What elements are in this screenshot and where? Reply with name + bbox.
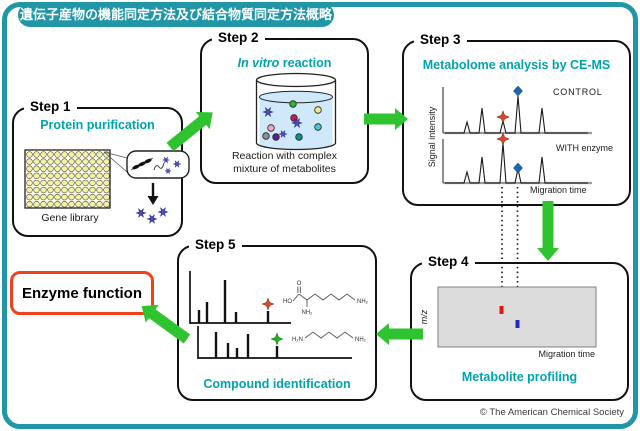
step5-label: Step 5 <box>189 237 242 252</box>
enzyme-function-label: Enzyme function <box>21 284 142 302</box>
step4-label: Step 4 <box>422 254 475 269</box>
enzyme-function-box: Enzyme function <box>10 271 154 315</box>
step1-label: Step 1 <box>24 99 77 114</box>
step3-box: Step 3 Metabolome analysis by CE-MS <box>402 32 631 206</box>
step3-label: Step 3 <box>414 32 467 47</box>
step3-title: Metabolome analysis by CE-MS <box>422 58 611 72</box>
gene-library-caption: Gene library <box>41 212 99 224</box>
step2-title: In vitro reaction <box>202 56 367 70</box>
step2-title-italic: In vitro <box>237 56 280 70</box>
step4-box: Step 4 Metabolite profiling <box>410 254 629 401</box>
step1-box: Step 1 Protein purification Gene library <box>12 99 183 237</box>
step1-title: Protein purification <box>40 118 155 132</box>
step2-caption-line1: Reaction with complex <box>231 150 338 162</box>
copyright-notice: © The American Chemical Society <box>479 407 624 418</box>
step5-box: Step 5 Compound identification <box>177 237 377 401</box>
step2-title-rest: reaction <box>282 56 332 70</box>
step2-caption-line2: mixture of metabolites <box>233 163 336 175</box>
step5-title: Compound identification <box>203 377 351 391</box>
title-banner: 遺伝子産物の機能同定方法及び結合物質同定方法概略 <box>18 3 334 27</box>
step2-box: Step 2 In vitro reaction Reaction with c… <box>200 30 369 184</box>
step2-label: Step 2 <box>212 30 265 45</box>
step4-title: Metabolite profiling <box>461 370 578 384</box>
